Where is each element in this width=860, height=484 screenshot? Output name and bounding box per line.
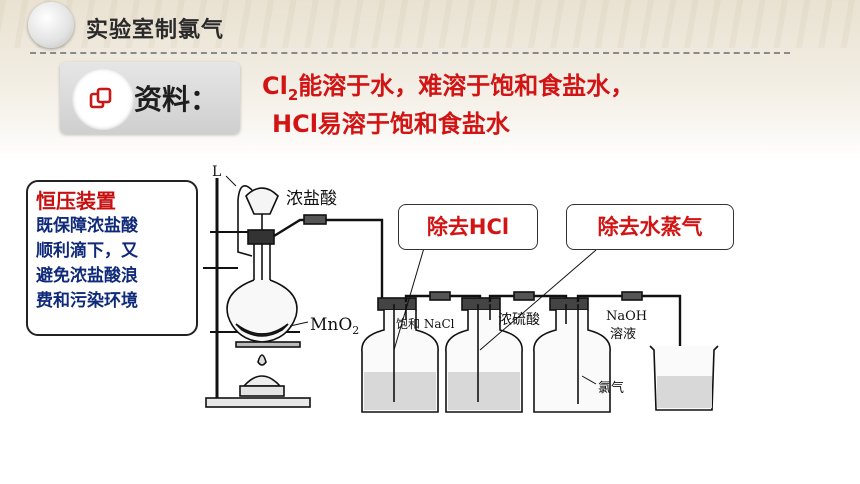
callout-title: 恒压装置 [36,189,116,213]
label-concentrated-hcl: 浓盐酸 [286,189,337,209]
mno2-text: MnO [310,315,352,335]
reference-label: 资料： [134,83,219,116]
label-concentrated-h2so4: 浓硫酸 [498,312,540,328]
stand-base [205,397,311,408]
funnel-body [245,187,279,215]
connector-joint-1 [429,291,451,301]
cl2-leader [581,375,597,385]
bottle-1-liquid [364,372,436,410]
label-saturated-nacl: 饱和 NaCl [396,316,455,331]
burner-flame [257,354,267,366]
tag-remove-hcl: 除去HCl [398,204,538,250]
round-flask [226,279,298,343]
alcohol-burner [242,375,282,387]
reference-line-2: HCl易溶于饱和食盐水 [272,110,510,138]
tag-water-pointer [479,249,597,351]
pressure-equalizer-callout: 恒压装置 既保障浓盐酸 顺利滴下，又 避免浓盐酸浪 费和污染环境 [26,180,198,336]
tag-remove-water-vapor: 除去水蒸气 [566,204,734,250]
label-naoh-solution: 溶液 [610,327,636,342]
mno2-leader [289,321,309,327]
header-divider [30,52,790,54]
cl-symbol: Cl [262,72,288,100]
reference-line-1: Cl2能溶于水，难溶于饱和食盐水， [262,66,634,104]
beaker-liquid [657,376,712,408]
label-l-leader [225,175,237,187]
callout-line: 既保障浓盐酸 [36,216,138,236]
burner-base [239,385,285,397]
page-title: 实验室制氯气 [86,18,225,43]
label-l: L [212,164,221,180]
copy-icon [89,87,112,109]
callout-line: 顺利滴下，又 [36,241,138,261]
reference-line-1-text: 能溶于水，难溶于饱和食盐水， [298,72,635,100]
label-chlorine: 氯气 [598,380,624,396]
bottle-1-stopper [377,297,417,311]
mno2-subscript: 2 [352,324,359,337]
callout-line: 费和污染环境 [36,291,138,311]
callout-line: 避免浓盐酸浪 [36,266,138,286]
bottle-3 [533,310,611,413]
label-mno2: MnO2 [310,315,359,337]
flask-stopper [247,229,275,245]
label-naoh: NaOH [606,309,647,324]
bottle-3-stopper [549,297,589,311]
bottle-2-liquid [448,372,520,410]
connector-joint-3 [621,291,643,301]
rubber-connector [303,214,327,225]
wire-gauze [235,341,301,348]
mno2-solid [235,323,289,337]
cl-subscript: 2 [287,85,299,104]
pressure-tube [237,184,253,257]
connector-joint-2 [513,291,535,301]
title-bullet [28,2,74,48]
bottle-2-stopper [461,297,501,311]
tag-hcl-pointer [393,247,425,351]
